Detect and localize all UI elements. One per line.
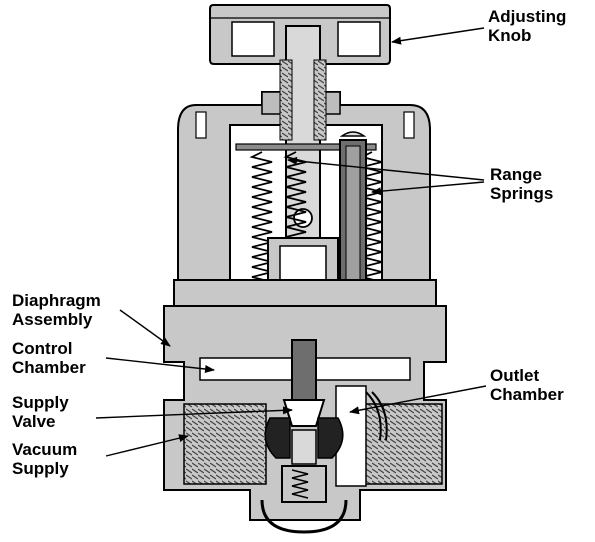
label-control-chamber: Control Chamber <box>12 339 86 377</box>
leader-range-springs-2 <box>371 181 485 196</box>
leader-control-chamber <box>105 357 215 373</box>
leader-supply-valve <box>95 406 293 419</box>
leader-lines <box>95 27 487 457</box>
leader-range-springs-1 <box>287 156 485 181</box>
label-adjusting-knob: Adjusting Knob <box>488 7 567 45</box>
range-spring-left <box>249 151 307 303</box>
label-outlet-chamber: Outlet Chamber <box>490 366 564 404</box>
leader-adjusting-knob <box>391 27 485 45</box>
leader-vacuum-supply <box>105 434 189 457</box>
leader-outlet-chamber <box>349 385 487 415</box>
spring-plate <box>235 143 377 151</box>
label-supply-valve: Supply Valve <box>12 393 69 431</box>
supply-valve-part <box>260 339 348 534</box>
leader-diaphragm-assembly <box>119 309 171 347</box>
label-range-springs: Range Springs <box>490 165 554 203</box>
label-vacuum-supply: Vacuum Supply <box>12 440 78 478</box>
label-diaphragm-assembly: Diaphragm Assembly <box>12 291 101 329</box>
